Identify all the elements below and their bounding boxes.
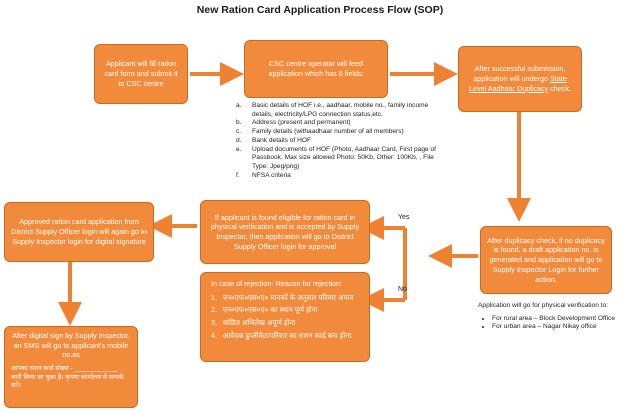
sms-box: After digital sign by Supply Inspector, … [4,326,138,408]
field-item-a: a.Basic details of HOF i.e., aadhaar, mo… [236,102,429,118]
draft-application-box: After duplicacy check, if no duplicacy i… [480,226,612,294]
sms-main-text: After digital sign by Supply Inspector, … [12,331,130,360]
field-item-c: c.Family details (withaadhaar number of … [236,128,404,136]
physical-verification-heading: Application will go for physical verific… [478,302,609,309]
yes-label: Yes [398,214,410,221]
field-item-d: d.Bank details of HOF [236,136,312,144]
eligible-box: If applicant is found eligible for ratio… [200,200,370,264]
rejection-heading: In case of rejection- Reason for rejecti… [211,279,343,288]
applicant-box: Applicant will fill ration card form and… [94,44,188,104]
rejection-box: In case of rejection- Reason for rejecti… [200,272,370,362]
physical-verification-note: Application will go for physical verific… [478,302,640,332]
rejection-reason-3: 3.वांछित अभिलेख अपूर्ण होना [211,318,296,328]
rejection-reason-4: 4.आवेदक डुप्लीकेट/परिवार का राशन कार्ड ब… [211,330,352,340]
sms-line-2: जारी किया जा चुका है। कृपया कार्यालय से … [11,373,124,390]
sms-line-1: आपका राशन कार्ड संख्या - ____________ [11,365,117,373]
field-item-f: f.NFSA criteria [236,171,291,179]
field-list: a.Basic details of HOF i.e., aadhaar, mo… [236,102,450,180]
rural-area-item: For rural area – Block Development Offic… [492,315,640,324]
field-item-b: b.Address (present and permanent) [236,119,351,127]
approved-box: Approved ration card application from Di… [4,202,154,262]
urban-area-item: For urban area – Nagar Nikay office [492,323,640,332]
rejection-reason-2: 2.एन०एफ०एस०ए० का स्थान पूर्ण होना [211,305,318,315]
csc-operator-box: CSC centre operator will feed applicatio… [244,40,388,98]
page-title: New Ration Card Application Process Flow… [196,4,444,16]
rejection-reason-1: 1.एन०एफ०एस०ए० मानकों के अनुसार परिवार अप… [211,292,354,302]
no-label: No [398,286,407,293]
field-item-e: e.Upload documents of HOF (Photo, Aadhaa… [236,145,436,170]
aadhaar-duplicacy-box: After successful submission, application… [458,46,582,112]
